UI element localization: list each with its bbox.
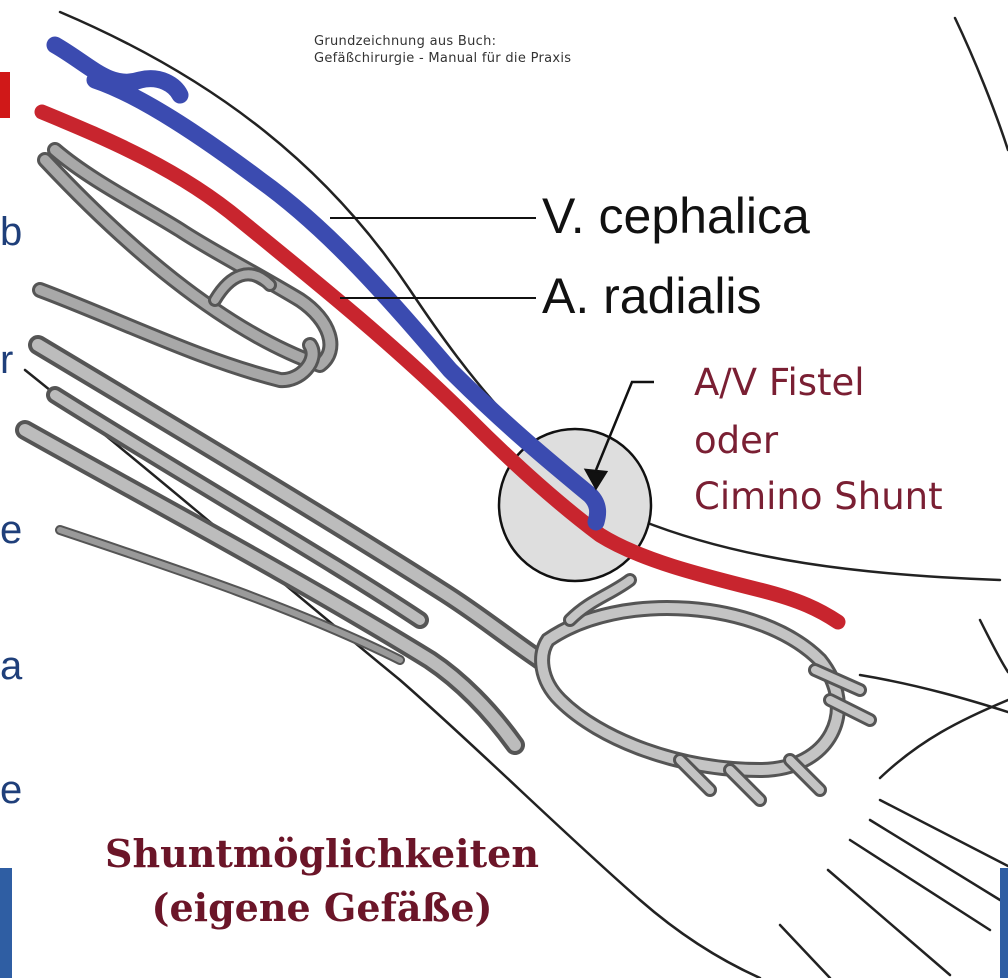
finger-4	[850, 840, 990, 930]
source-note: Grundzeichnung aus Buch: Gefäßchirurgie …	[314, 33, 571, 67]
fistel-label-line2: oder	[694, 420, 778, 462]
fistel-circle	[499, 429, 651, 581]
hand-contour-1	[860, 675, 1008, 712]
finger-3	[828, 870, 950, 975]
thumb-contour	[980, 620, 1008, 672]
edge-letter: a	[0, 646, 22, 686]
source-note-line1: Grundzeichnung aus Buch:	[314, 33, 571, 50]
finger-5	[780, 925, 830, 978]
hand-contour-2	[880, 700, 1008, 778]
finger-1	[870, 820, 1000, 900]
fistel-label-line3: Cimino Shunt	[694, 476, 943, 518]
edge-letter: r	[0, 340, 13, 380]
right-edge-contour	[955, 18, 1008, 150]
edge-letter: b	[0, 212, 22, 252]
edge-letter: e	[0, 770, 22, 810]
edge-letter: e	[0, 510, 22, 550]
finger-2	[880, 800, 1008, 866]
fistel-label-line1: A/V Fistel	[694, 362, 865, 404]
right-blue-block	[1000, 868, 1008, 978]
vein-label: V. cephalica	[542, 188, 810, 244]
artery-label: A. radialis	[542, 268, 762, 324]
caption-line1: Shuntmöglichkeiten	[52, 830, 592, 878]
left-red-marker	[0, 72, 10, 118]
left-blue-block	[0, 868, 12, 978]
caption-line2: (eigene Gefäße)	[52, 884, 592, 932]
source-note-line2: Gefäßchirurgie - Manual für die Praxis	[314, 50, 571, 67]
